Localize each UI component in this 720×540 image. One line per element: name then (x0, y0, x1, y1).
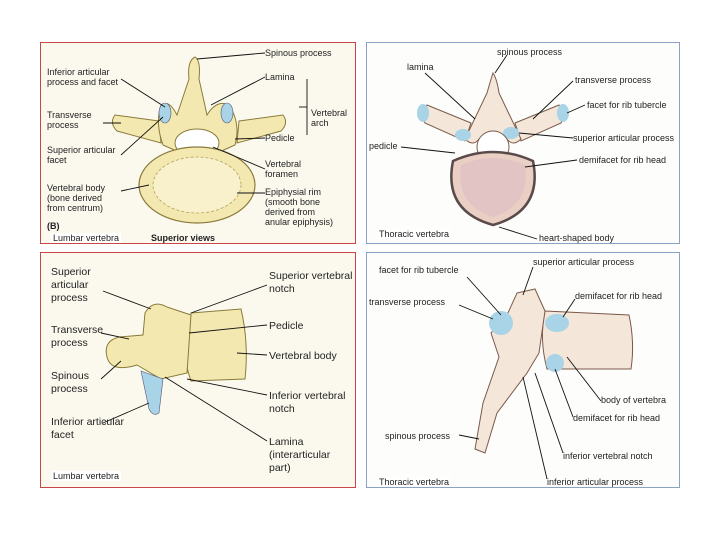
label-transverse-process: transverse process (575, 75, 652, 85)
body-surface-shape (460, 158, 526, 217)
label-transverse-process: transverse process (369, 297, 446, 307)
label-pedicle: Pedicle (269, 320, 304, 332)
label-inferior-facet-2: facet (51, 429, 74, 441)
label-lamina-2: (interarticular (269, 449, 331, 461)
label-superior-notch-1: Superior vertebral (269, 270, 352, 282)
thoracic-superior-panel: spinous process lamina transverse proces… (366, 42, 680, 244)
label-rim-3: derived from (265, 207, 315, 217)
label-inferior-vertebral-notch: inferior vertebral notch (563, 451, 653, 461)
upper-demifacet-shape (545, 314, 569, 332)
right-superior-articular-shape (503, 127, 519, 139)
right-articular-facet-shape (220, 102, 234, 124)
caption-thoracic-superior: Thoracic vertebra (377, 229, 452, 239)
lumbar-superior-panel: Spinous process Inferior articular proce… (40, 42, 356, 244)
label-lamina-3: part) (269, 462, 291, 474)
thoracic-superior-diagram: spinous process lamina transverse proces… (369, 47, 675, 243)
label-body-3: from centrum) (47, 203, 103, 213)
caption-thoracic-lateral: Thoracic vertebra (377, 477, 452, 487)
right-transverse-process-shape (514, 104, 565, 142)
inferior-articular-facet-shape (140, 370, 164, 415)
label-rim-4: anular epiphysis) (265, 217, 333, 227)
label-pedicle: pedicle (369, 141, 398, 151)
label-body-of-vertebra: body of vertebra (601, 395, 666, 405)
vertebral-body-shape (184, 308, 247, 382)
label-vertebral-arch-2: arch (311, 118, 329, 128)
label-superior-articular-2: articular (51, 279, 89, 291)
lumbar-lateral-diagram: Superior articular process Superior vert… (51, 266, 352, 474)
label-demifacet-bottom: demifacet for rib head (573, 413, 660, 423)
label-transverse-1: Transverse (47, 110, 92, 120)
label-lamina-1: Lamina (269, 436, 304, 448)
label-heart-shaped-body: heart-shaped body (539, 233, 615, 243)
label-rim-1: Epiphysial rim (265, 187, 321, 197)
label-inferior-articular-1: Inferior articular (47, 67, 110, 77)
label-spinous-process: Spinous process (265, 48, 332, 58)
label-vertebral-body: Vertebral body (269, 350, 337, 362)
label-transverse-1: Transverse (51, 324, 103, 336)
label-superior-articular-process: superior articular process (573, 133, 675, 143)
left-superior-articular-shape (455, 129, 471, 141)
label-superior-articular-3: process (51, 292, 88, 304)
label-body-2: (bone derived (47, 193, 102, 203)
label-rib-tubercle-facet: facet for rib tubercle (587, 100, 667, 110)
thoracic-lateral-diagram: facet for rib tubercle superior articula… (369, 257, 666, 487)
label-lamina: lamina (407, 62, 434, 72)
label-demifacet-top: demifacet for rib head (575, 291, 662, 301)
caption-lumbar-lateral: Lumbar vertebra (51, 471, 122, 481)
label-foramen-1: Vertebral (265, 159, 301, 169)
left-articular-facet-shape (158, 102, 172, 124)
label-rim-2: (smooth bone (265, 197, 320, 207)
label-superior-articular-process: superior articular process (533, 257, 635, 267)
label-spinous-2: process (51, 383, 88, 395)
label-superior-facet-2: facet (47, 155, 67, 165)
label-inferior-facet-1: Inferior articular (51, 416, 124, 428)
label-transverse-2: process (51, 337, 88, 349)
epiphysial-rim-shape (152, 156, 242, 214)
label-inferior-articular-2: process and facet (47, 77, 119, 87)
posterior-elements-shape (105, 303, 192, 380)
thoracic-lateral-panel: facet for rib tubercle superior articula… (366, 252, 680, 488)
label-pedicle: Pedicle (265, 133, 295, 143)
label-spinous-process: spinous process (497, 47, 563, 57)
lumbar-lateral-panel: Superior articular process Superior vert… (40, 252, 356, 488)
label-panel-letter: (B) (47, 221, 60, 231)
left-transverse-process-shape (111, 114, 162, 144)
right-transverse-process-shape (236, 114, 287, 144)
label-view-title: Superior views (151, 233, 215, 243)
label-body-1: Vertebral body (47, 183, 106, 193)
label-spinous-process: spinous process (385, 431, 451, 441)
lower-demifacet-shape (546, 354, 564, 372)
label-superior-notch-2: notch (269, 283, 295, 295)
lumbar-superior-diagram: Spinous process Inferior articular proce… (47, 48, 347, 243)
posterior-elements-shape (474, 288, 546, 454)
label-spinous-1: Spinous (51, 370, 89, 382)
caption-lumbar-superior: Lumbar vertebra (51, 233, 122, 243)
label-superior-facet-1: Superior articular (47, 145, 116, 155)
label-demifacet-rib-head: demifacet for rib head (579, 155, 666, 165)
label-inferior-articular-process: inferior articular process (547, 477, 644, 487)
label-superior-articular-1: Superior (51, 266, 91, 278)
label-vertebral-arch-1: Vertebral (311, 108, 347, 118)
label-rib-tubercle-facet: facet for rib tubercle (379, 265, 459, 275)
label-inferior-notch-1: Inferior vertebral (269, 390, 345, 402)
left-rib-tubercle-facet-shape (417, 104, 429, 122)
label-transverse-2: process (47, 120, 79, 130)
right-rib-tubercle-facet-shape (557, 104, 569, 122)
label-inferior-notch-2: notch (269, 403, 295, 415)
label-foramen-2: foramen (265, 169, 298, 179)
rib-tubercle-facet-shape (489, 311, 513, 335)
label-lamina: Lamina (265, 72, 295, 82)
